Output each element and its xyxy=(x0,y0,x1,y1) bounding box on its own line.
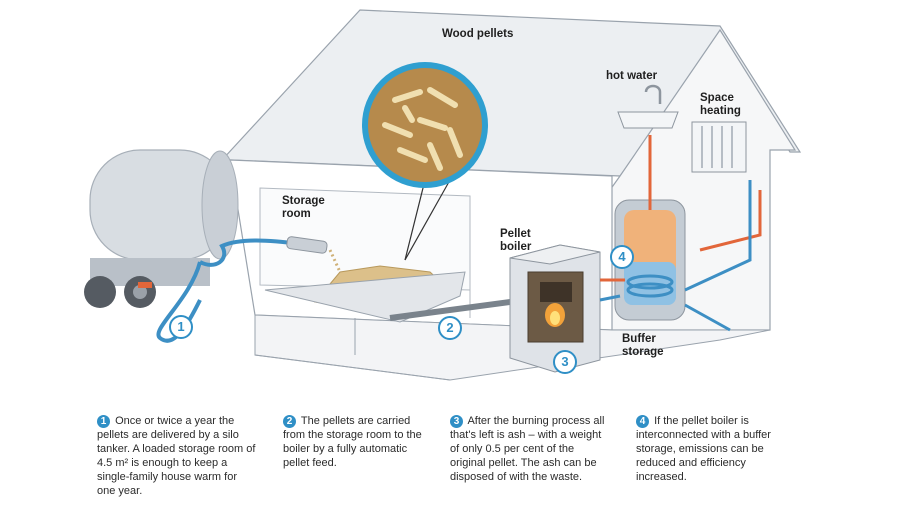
step-badge-4: 4 xyxy=(610,245,634,269)
caption-step-1: 1 Once or twice a year the pellets are d… xyxy=(97,414,257,498)
caption-number-1: 1 xyxy=(97,415,110,428)
label-wood-pellets: Wood pellets xyxy=(442,28,514,40)
pellet-boiler xyxy=(509,244,601,373)
sink xyxy=(617,84,679,129)
radiator xyxy=(691,121,747,173)
caption-step-2: 2 The pellets are carried from the stora… xyxy=(283,414,431,470)
label-space-heating-line2: heating xyxy=(700,105,741,117)
caption-text-3: After the burning process all that's lef… xyxy=(450,415,605,483)
caption-number-2: 2 xyxy=(283,415,296,428)
caption-text-4: If the pellet boiler is interconnected w… xyxy=(636,415,771,483)
return-pipe xyxy=(599,180,752,332)
caption-step-3: 3 After the burning process all that's l… xyxy=(450,414,608,484)
step-badge-3: 3 xyxy=(553,350,577,374)
caption-number-4: 4 xyxy=(636,415,649,428)
label-hot-water: hot water xyxy=(606,70,658,82)
hot-water-pipe xyxy=(648,135,762,252)
step-badge-2: 2 xyxy=(438,316,462,340)
label-buffer-storage-line1: Buffer xyxy=(622,333,656,345)
pellet-heating-diagram xyxy=(84,9,802,381)
label-buffer-storage-line2: storage xyxy=(622,346,664,358)
label-pellet-boiler-line2: boiler xyxy=(500,241,532,253)
step-badge-1: 1 xyxy=(169,315,193,339)
caption-step-4: 4 If the pellet boiler is interconnected… xyxy=(636,414,794,484)
caption-number-3: 3 xyxy=(450,415,463,428)
buffer-storage-tank xyxy=(614,199,686,321)
silo-tanker xyxy=(84,149,239,308)
label-space-heating-line1: Space xyxy=(700,92,734,104)
caption-text-1: Once or twice a year the pellets are del… xyxy=(97,415,256,497)
label-storage-room-line1: Storage xyxy=(282,195,325,207)
pellet-closeup xyxy=(362,62,488,188)
label-pellet-boiler-line1: Pellet xyxy=(500,228,531,240)
pellet-feed-auger xyxy=(389,297,526,321)
caption-text-2: The pellets are carried from the storage… xyxy=(283,415,422,469)
label-storage-room-line2: room xyxy=(282,208,311,220)
